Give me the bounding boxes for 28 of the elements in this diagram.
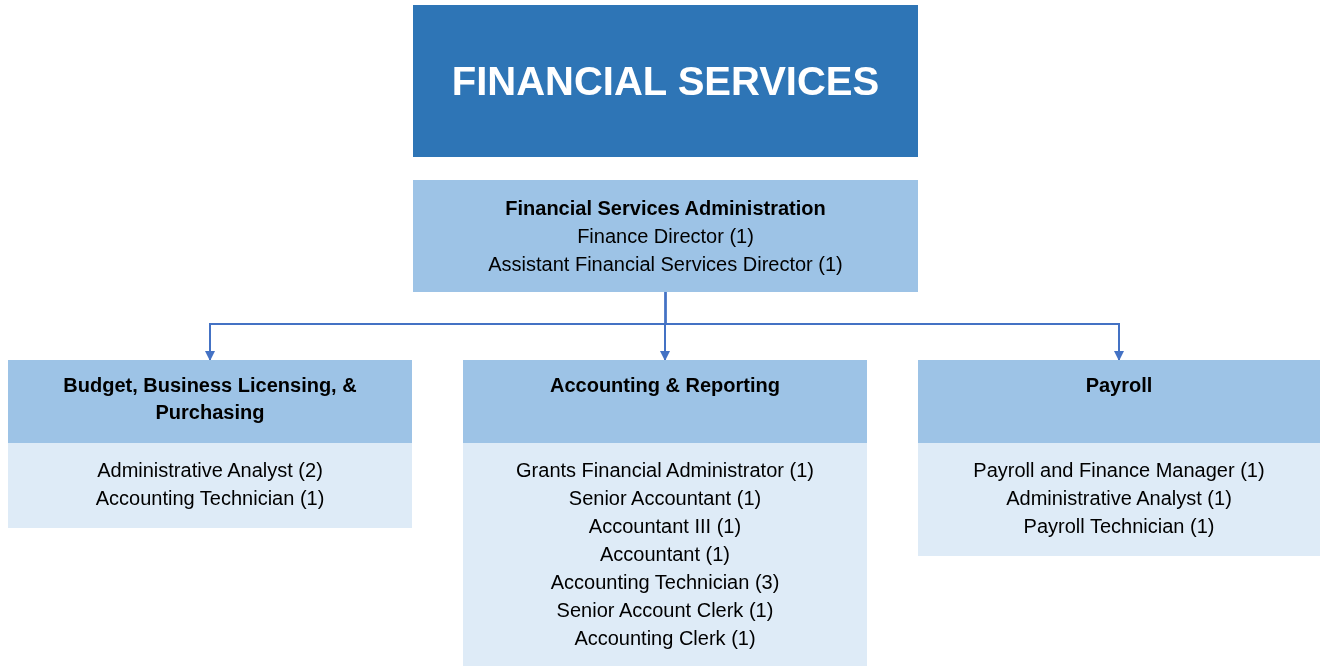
- division-title: Budget, Business Licensing, & Purchasing: [62, 373, 358, 425]
- division-header-box: [8, 360, 412, 443]
- position-text: Accounting Technician (3): [550, 570, 780, 595]
- division-title: Payroll: [1084, 373, 1154, 398]
- position-text: Accountant III (1): [588, 514, 742, 539]
- position-text: Payroll Technician (1): [1023, 514, 1215, 539]
- position-text: Accounting Technician (1): [95, 486, 325, 511]
- position-text: Senior Accountant (1): [568, 486, 762, 511]
- division-header-box: [918, 360, 1320, 443]
- position-text: Grants Financial Administrator (1): [516, 458, 814, 483]
- division-header-box: [463, 360, 867, 443]
- position-list-box: [463, 443, 867, 666]
- position-text: Payroll and Finance Manager (1): [973, 458, 1265, 483]
- position-text: Accounting Clerk (1): [574, 626, 756, 651]
- position-text: Administrative Analyst (2): [97, 458, 323, 483]
- department-box: [413, 180, 918, 292]
- connector-arrow: [664, 291, 1124, 361]
- department-title: Financial Services Administration: [505, 196, 826, 221]
- position-text: Finance Director (1): [577, 224, 754, 249]
- title-banner: [413, 5, 918, 157]
- position-text: Accountant (1): [599, 542, 731, 567]
- title-text: FINANCIAL SERVICES: [451, 58, 880, 105]
- position-text: Administrative Analyst (1): [1006, 486, 1232, 511]
- position-text: Senior Account Clerk (1): [556, 598, 774, 623]
- position-text: Assistant Financial Services Director (1): [488, 252, 843, 277]
- position-list-box: [8, 443, 412, 528]
- position-list-box: [918, 443, 1320, 556]
- division-title: Accounting & Reporting: [549, 373, 781, 398]
